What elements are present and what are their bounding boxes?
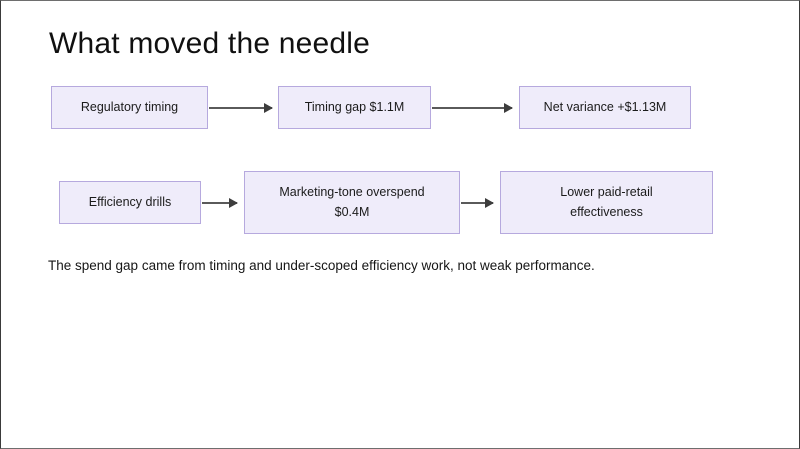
flow-node-marketing-tone-overspend[interactable]: Marketing-tone overspend $0.4M xyxy=(244,171,460,234)
flow-node-label: Timing gap $1.1M xyxy=(304,99,405,114)
flow-node-label-line2: $0.4M xyxy=(334,204,370,219)
flow-node-timing-gap[interactable]: Timing gap $1.1M xyxy=(278,86,431,129)
flow-connector-2-1 xyxy=(202,201,237,204)
flow-node-lower-paid-retail[interactable]: Lower paid-retail effectiveness xyxy=(500,171,713,234)
flow-node-label-line1: Marketing-tone overspend xyxy=(279,185,425,200)
flow-node-regulatory-timing[interactable]: Regulatory timing xyxy=(51,86,208,129)
flow-node-label-line2: effectiveness xyxy=(570,204,643,219)
slide-caption: The spend gap came from timing and under… xyxy=(48,258,595,273)
flow-node-label: Net variance +$1.13M xyxy=(543,99,667,114)
flow-node-efficiency-drills[interactable]: Efficiency drills xyxy=(59,181,201,224)
flow-node-net-variance[interactable]: Net variance +$1.13M xyxy=(519,86,691,129)
page-title: What moved the needle xyxy=(49,27,371,60)
flow-connector-2-2 xyxy=(461,201,493,204)
flow-node-label: Efficiency drills xyxy=(88,194,172,209)
flow-node-label-line1: Lower paid-retail xyxy=(560,185,653,200)
flow-node-label: Regulatory timing xyxy=(80,99,179,114)
flow-connector-1-2 xyxy=(432,106,512,109)
flow-connector-1-1 xyxy=(209,106,272,109)
